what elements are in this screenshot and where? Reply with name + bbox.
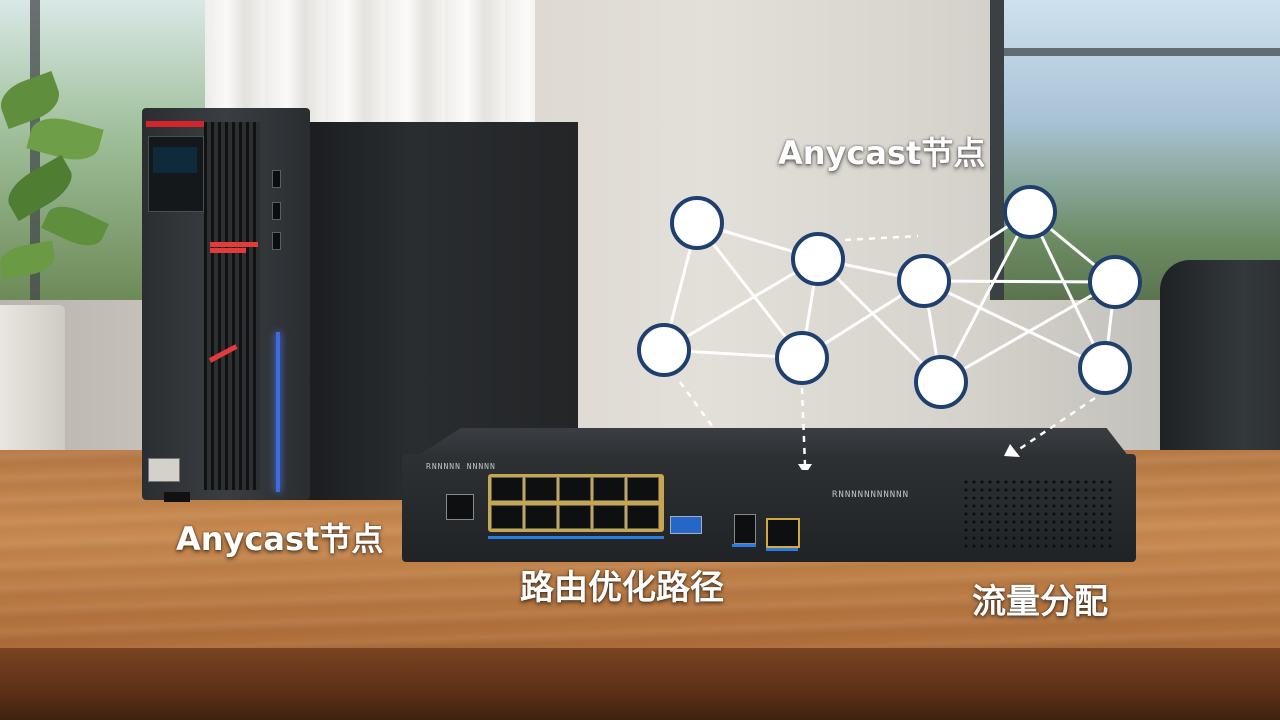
sfp-port-icon [734, 514, 756, 544]
router-brand: RNNNNN NNNNN [426, 462, 496, 471]
traffic-caption: 流量分配 [972, 582, 1108, 622]
sfp-port-icon [446, 494, 474, 520]
anycast-network-diagram [637, 185, 1142, 470]
dashed-routes [678, 234, 1096, 466]
server-caption: Anycast节点 [176, 520, 384, 558]
arrow-heads [798, 444, 1020, 470]
desk-edge [0, 648, 1280, 720]
node-circle [914, 355, 968, 409]
front-control-panel [148, 136, 204, 212]
office-chair [1160, 260, 1280, 480]
router-side-label: RNNNNNNNNNNN [832, 490, 910, 500]
anycast-nodes [637, 185, 1142, 409]
network-router: RNNNNN NNNNN RNNNNNNNNNNN [402, 428, 1136, 568]
node-circle [791, 232, 845, 286]
network-caption: Anycast节点 [778, 134, 986, 172]
node-circle [1088, 255, 1142, 309]
node-circle [775, 331, 829, 385]
sticker-badge [148, 458, 180, 482]
tower-front-panel [142, 108, 310, 500]
blue-status-light [276, 332, 280, 492]
node-circle [670, 196, 724, 250]
router-vents [962, 478, 1112, 548]
network-links [662, 210, 1117, 384]
usb-port-icon [272, 232, 281, 250]
lan-port-icon [766, 518, 800, 548]
node-circle [637, 323, 691, 377]
right-window [990, 0, 1280, 300]
usb-port-icon [272, 202, 281, 220]
node-circle [897, 254, 951, 308]
usb-port-icon [670, 516, 702, 534]
node-circle [1003, 185, 1057, 239]
usb-port-icon [272, 170, 281, 188]
ethernet-ports [488, 474, 664, 532]
router-caption: 路由优化路径 [520, 568, 724, 608]
node-circle [1078, 341, 1132, 395]
